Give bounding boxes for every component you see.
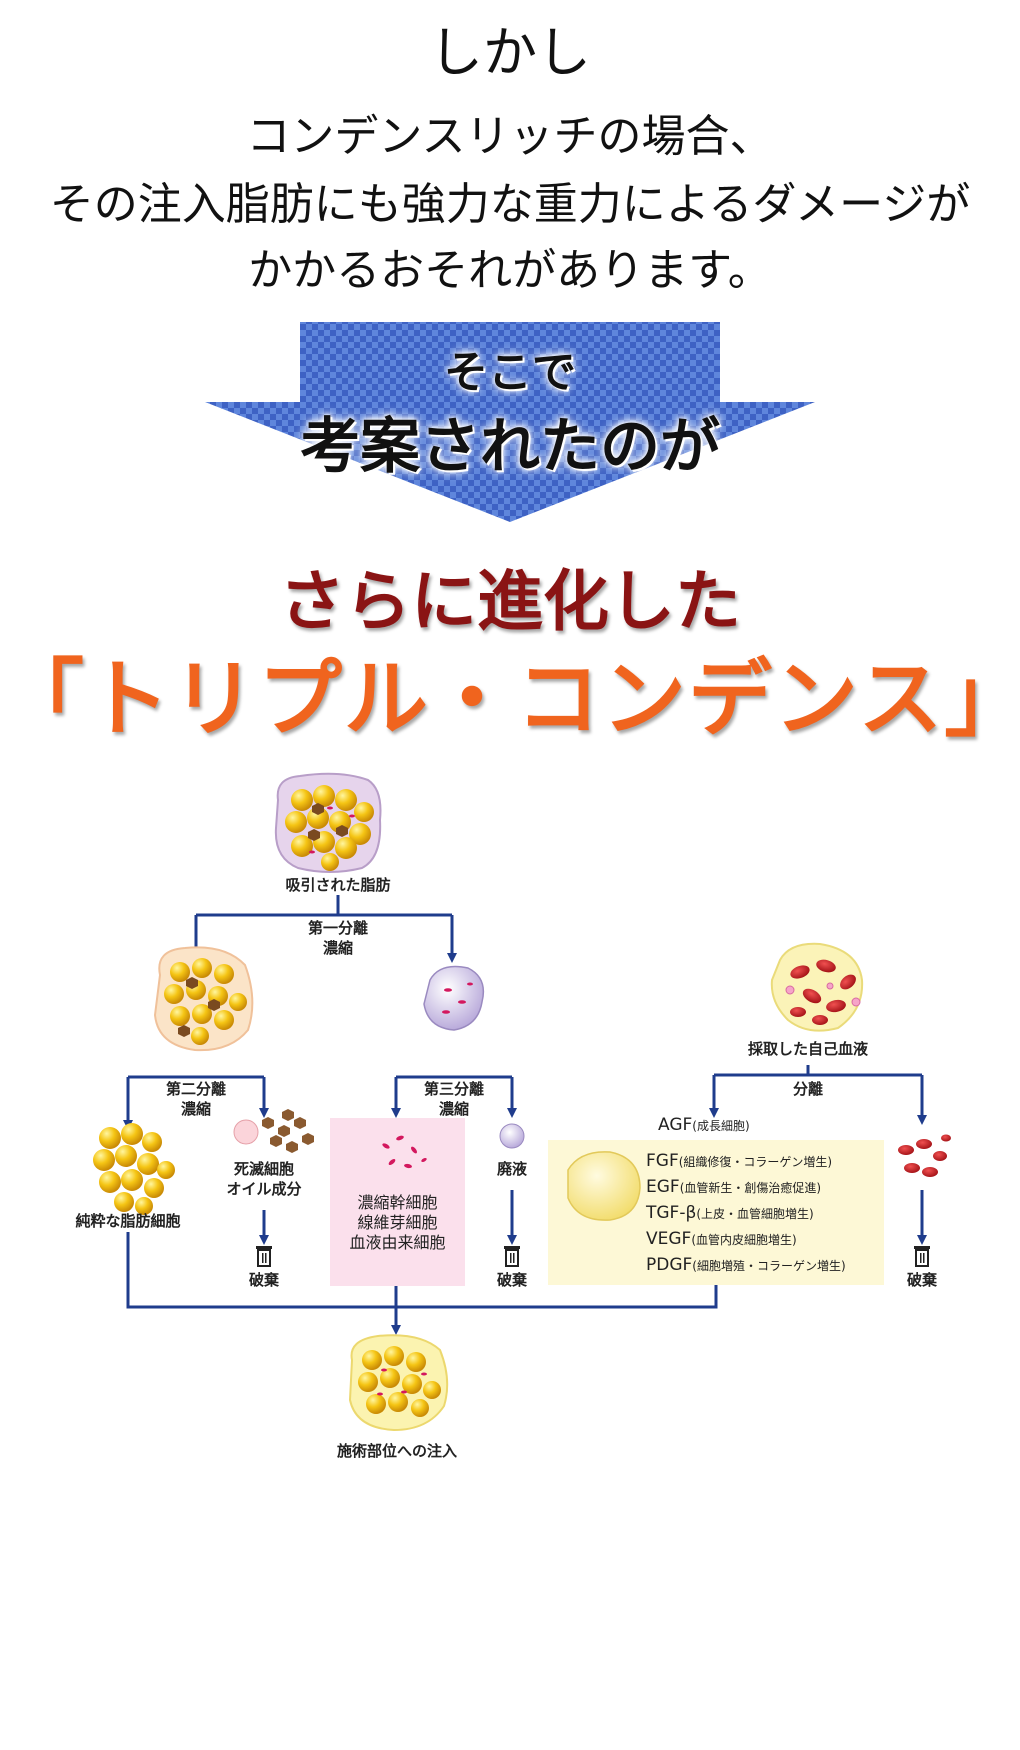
injected-fat-icon [348,1334,449,1432]
red-blood-cells-icon [898,1134,951,1177]
intro-shikashi: しかし [429,21,591,84]
intro-line-3: かかるおそれがあります。 [248,245,772,296]
stromal-fraction-icon [423,965,485,1031]
label-third-concentration: 濃縮 [438,1100,469,1118]
agf-name: AGF [658,1115,693,1135]
label-discard-3: 破棄 [906,1271,937,1289]
label-blood-derived-cells: 血液由来細胞 [349,1233,446,1252]
growth-factor-row: PDGF(細胞増殖・コラーゲン増生) [646,1255,846,1275]
label-first-concentration: 濃縮 [322,939,353,957]
growth-factor-list: FGF(組織修復・コラーゲン増生) EGF(血管新生・創傷治癒促進) TGF-β… [646,1148,846,1278]
dead-cells-icon [233,1109,314,1153]
agf-desc: (成長細胞) [692,1119,750,1133]
stem-cell-box [330,1118,465,1286]
stem-cells-icon [382,1135,427,1169]
intro-line-2: その注入脂肪にも強力な重力によるダメージが [49,179,971,230]
label-dead-cells: 死滅細胞 [233,1160,294,1178]
label-concentrated-stem-cells: 濃縮幹細胞 [357,1193,438,1212]
label-pure-fat-cells: 純粋な脂肪細胞 [75,1212,181,1230]
concentrated-fat-icon [153,946,254,1052]
waste-icon [499,1123,525,1149]
label-second-concentration: 濃縮 [180,1100,211,1118]
pure-fat-cells-icon [93,1123,175,1215]
growth-factor-row: VEGF(血管内皮細胞増生) [646,1229,797,1249]
label-second-separation: 第二分離 [165,1080,226,1098]
growth-factor-row: TGF-β(上皮・血管細胞増生) [646,1203,814,1223]
blood-sample-icon [770,942,864,1032]
label-third-separation: 第三分離 [423,1080,484,1098]
trash-icon [504,1246,520,1267]
intro-line-1: コンデンスリッチの場合、 [246,111,774,162]
label-blood-sample: 採取した自己血液 [747,1040,868,1058]
trash-icon [256,1246,272,1267]
evolution-subtitle: さらに進化した [279,562,741,640]
label-injection-site: 施術部位への注入 [336,1442,457,1460]
label-waste-liquid: 廃液 [496,1160,527,1178]
triple-condense-title: 「トリプル・コンデンス」 [0,649,1020,748]
arrow-text-kouan: 考案されたのが [300,412,720,482]
agf-header: AGF(成長細胞) [658,1112,750,1138]
arrow-text-soko-de: そこで [444,347,576,398]
down-arrow-shape [205,322,815,522]
growth-factor-row: EGF(血管新生・創傷治癒促進) [646,1177,822,1197]
down-arrow [0,0,1020,540]
label-discard-1: 破棄 [248,1271,279,1289]
trash-icon [914,1246,930,1267]
label-aspirated-fat: 吸引された脂肪 [285,876,391,894]
growth-factor-row: FGF(組織修復・コラーゲン増生) [646,1151,833,1171]
aspirated-fat-icon [274,772,382,873]
label-separation: 分離 [792,1080,823,1098]
label-oil-component: オイル成分 [226,1180,302,1198]
label-first-separation: 第一分離 [307,919,368,937]
label-fibroblasts: 線維芽細胞 [357,1213,438,1232]
growth-factor-icon [567,1151,641,1221]
label-discard-2: 破棄 [496,1271,527,1289]
